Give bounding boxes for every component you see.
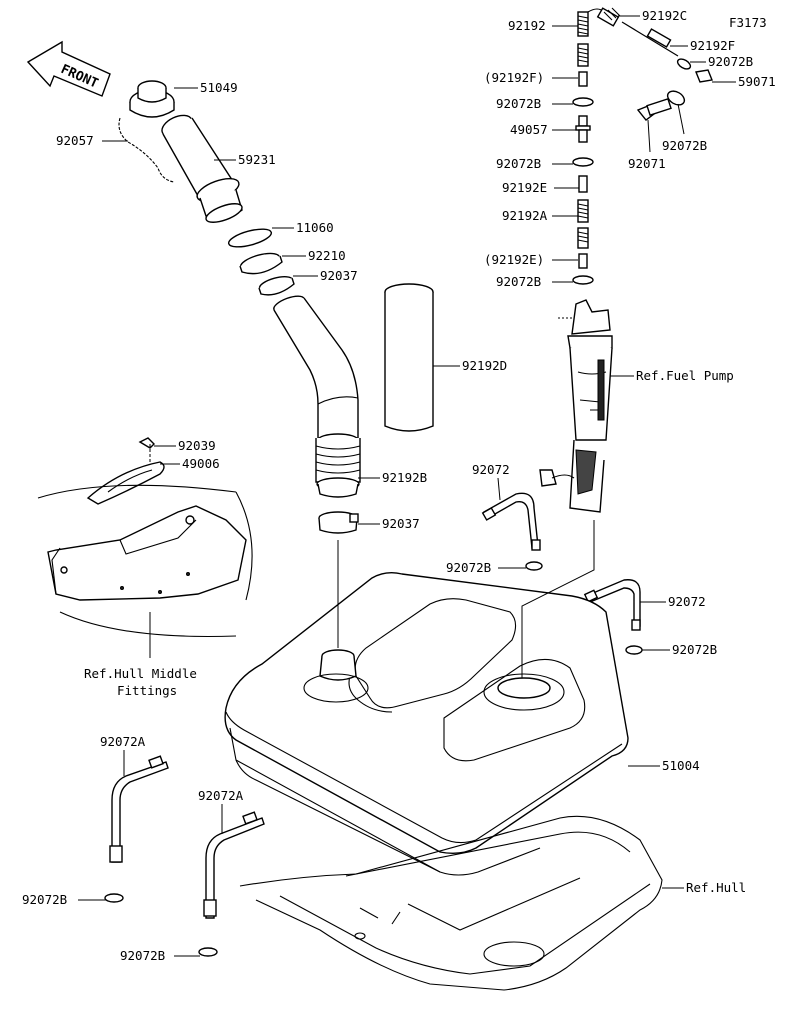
strap-92072a-left: [109, 755, 169, 863]
hose-92192e: [578, 175, 588, 193]
grommet-cover: [86, 461, 165, 505]
label-92037-lower: 92037: [382, 516, 420, 531]
label-92072b-3: 92072B: [496, 274, 541, 289]
label-51004: 51004: [662, 758, 700, 773]
label-92072b-4: 92072B: [446, 560, 491, 575]
fuel-tank: [224, 571, 629, 876]
label-92072-left: 92072: [472, 462, 510, 477]
spring-92192a: [577, 199, 589, 223]
label-92210: 92210: [308, 248, 346, 263]
filler-cap: [129, 80, 175, 118]
label-92072-right: 92072: [668, 594, 706, 609]
label-92192: 92192: [508, 18, 546, 33]
label-11060: 11060: [296, 220, 334, 235]
joint-49057: [575, 115, 591, 143]
label-59231: 59231: [238, 152, 276, 167]
label-92192a: 92192A: [502, 208, 548, 223]
spring-lower-stack: [577, 227, 589, 249]
hull-middle-fittings: [37, 484, 253, 638]
band-92072-right: [583, 579, 641, 631]
label-51049: 51049: [200, 80, 238, 95]
clip-92072b-6: [104, 893, 124, 903]
figure-code: F3173: [729, 15, 767, 30]
label-92057: 92057: [56, 133, 94, 148]
label-ref-hull: Ref.Hull: [686, 880, 746, 895]
hull: [239, 815, 663, 991]
label-92192b: 92192B: [382, 470, 427, 485]
filler-neck: [161, 114, 243, 223]
label-92072b-7: 92072B: [120, 948, 165, 963]
label-92072a-1: 92072A: [100, 734, 146, 749]
hose-clamp-upper: [258, 276, 295, 296]
label-92072b-1: 92072B: [496, 96, 541, 111]
label-59071: 59071: [738, 74, 776, 89]
front-arrow-icon: FRONT: [26, 40, 111, 97]
label-92072b-right: 92072B: [662, 138, 707, 153]
band-92072-left: [481, 492, 541, 551]
spring-92192c: [596, 7, 621, 27]
label-49057: 49057: [510, 122, 548, 137]
label-92072b-6: 92072B: [22, 892, 67, 907]
o-ring: [227, 228, 273, 248]
label-92072a-2: 92072A: [198, 788, 244, 803]
clip-92072b-5: [625, 645, 643, 655]
ref-hull-middle-label-1: Ref.Hull Middle: [84, 666, 197, 681]
label-92192f-paren: (92192F): [484, 70, 544, 85]
label-92072b-2: 92072B: [496, 156, 541, 171]
rivet: [138, 437, 155, 449]
strap-92072a-right: [203, 811, 265, 919]
fuel-pump-assembly: [539, 299, 613, 513]
clip-92072b-7: [198, 947, 218, 957]
ref-hull-middle-label-2: Fittings: [117, 683, 177, 698]
tube-92192d: [384, 283, 434, 432]
hose-clamp-lower: [318, 511, 359, 534]
label-49006: 49006: [182, 456, 220, 471]
nut: [239, 252, 283, 275]
label-92192d: 92192D: [462, 358, 507, 373]
label-92072b-top: 92072B: [708, 54, 753, 69]
label-92071: 92071: [628, 156, 666, 171]
spring-upper-stack: [577, 43, 589, 67]
clip-92072b-4: [525, 561, 543, 571]
label-92072b-5: 92072B: [672, 642, 717, 657]
filler-hose: [273, 295, 361, 498]
label-ref-fuel-pump: Ref.Fuel Pump: [636, 368, 734, 383]
label-92192e-paren: (92192E): [484, 252, 544, 267]
fitting-92071: [636, 97, 672, 121]
label-92037-upper: 92037: [320, 268, 358, 283]
label-92039: 92039: [178, 438, 216, 453]
spring-92192: [577, 11, 589, 37]
label-92192f: 92192F: [690, 38, 735, 53]
label-92192e: 92192E: [502, 180, 547, 195]
label-92192c: 92192C: [642, 8, 687, 23]
